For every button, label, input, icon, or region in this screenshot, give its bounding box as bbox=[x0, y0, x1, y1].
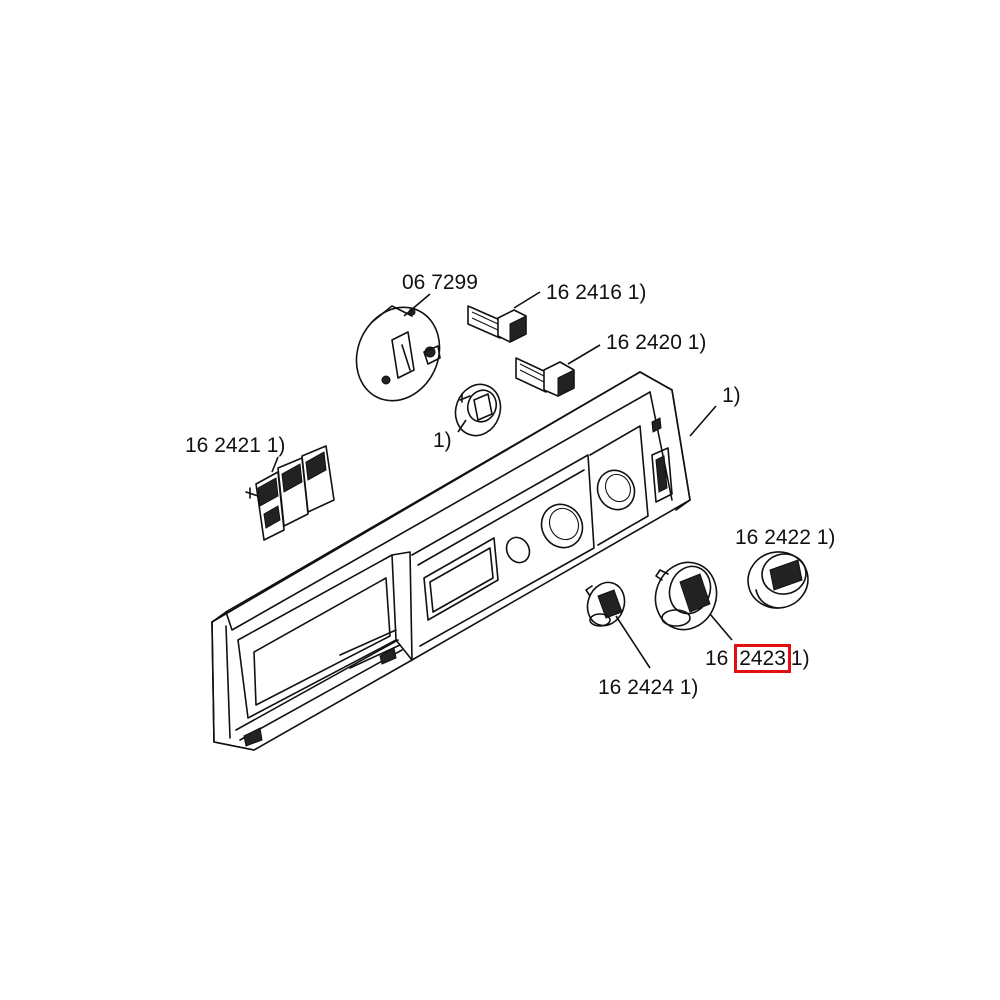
label-control-panel: 1) bbox=[722, 384, 741, 407]
label-part-162423-number: 2423 bbox=[739, 647, 786, 670]
label-small-knob: 1) bbox=[433, 429, 452, 452]
label-part-162423-prefix: 16 bbox=[705, 647, 729, 670]
leader-lines bbox=[271, 291, 733, 669]
timer-cam-plate bbox=[355, 305, 441, 402]
highlight-box-2423: 2423 bbox=[734, 644, 791, 673]
small-rotary-knob bbox=[454, 383, 502, 437]
label-part-162416: 16 2416 1) bbox=[546, 281, 647, 304]
label-part-162421: 16 2421 1) bbox=[185, 434, 286, 457]
label-part-162423-suffix: 1) bbox=[790, 647, 810, 670]
push-button-162416 bbox=[467, 305, 527, 343]
control-panel-fascia bbox=[211, 371, 691, 751]
label-part-162420: 16 2420 1) bbox=[606, 331, 707, 354]
knob-162422 bbox=[747, 551, 809, 609]
button-block-162421 bbox=[245, 445, 335, 541]
label-part-162422: 16 2422 1) bbox=[735, 526, 836, 549]
push-button-162420 bbox=[515, 357, 575, 397]
label-part-162424: 16 2424 1) bbox=[598, 676, 699, 699]
knob-162423 bbox=[654, 561, 718, 631]
knob-162424 bbox=[585, 581, 626, 627]
label-part-067299: 06 7299 bbox=[402, 271, 478, 294]
